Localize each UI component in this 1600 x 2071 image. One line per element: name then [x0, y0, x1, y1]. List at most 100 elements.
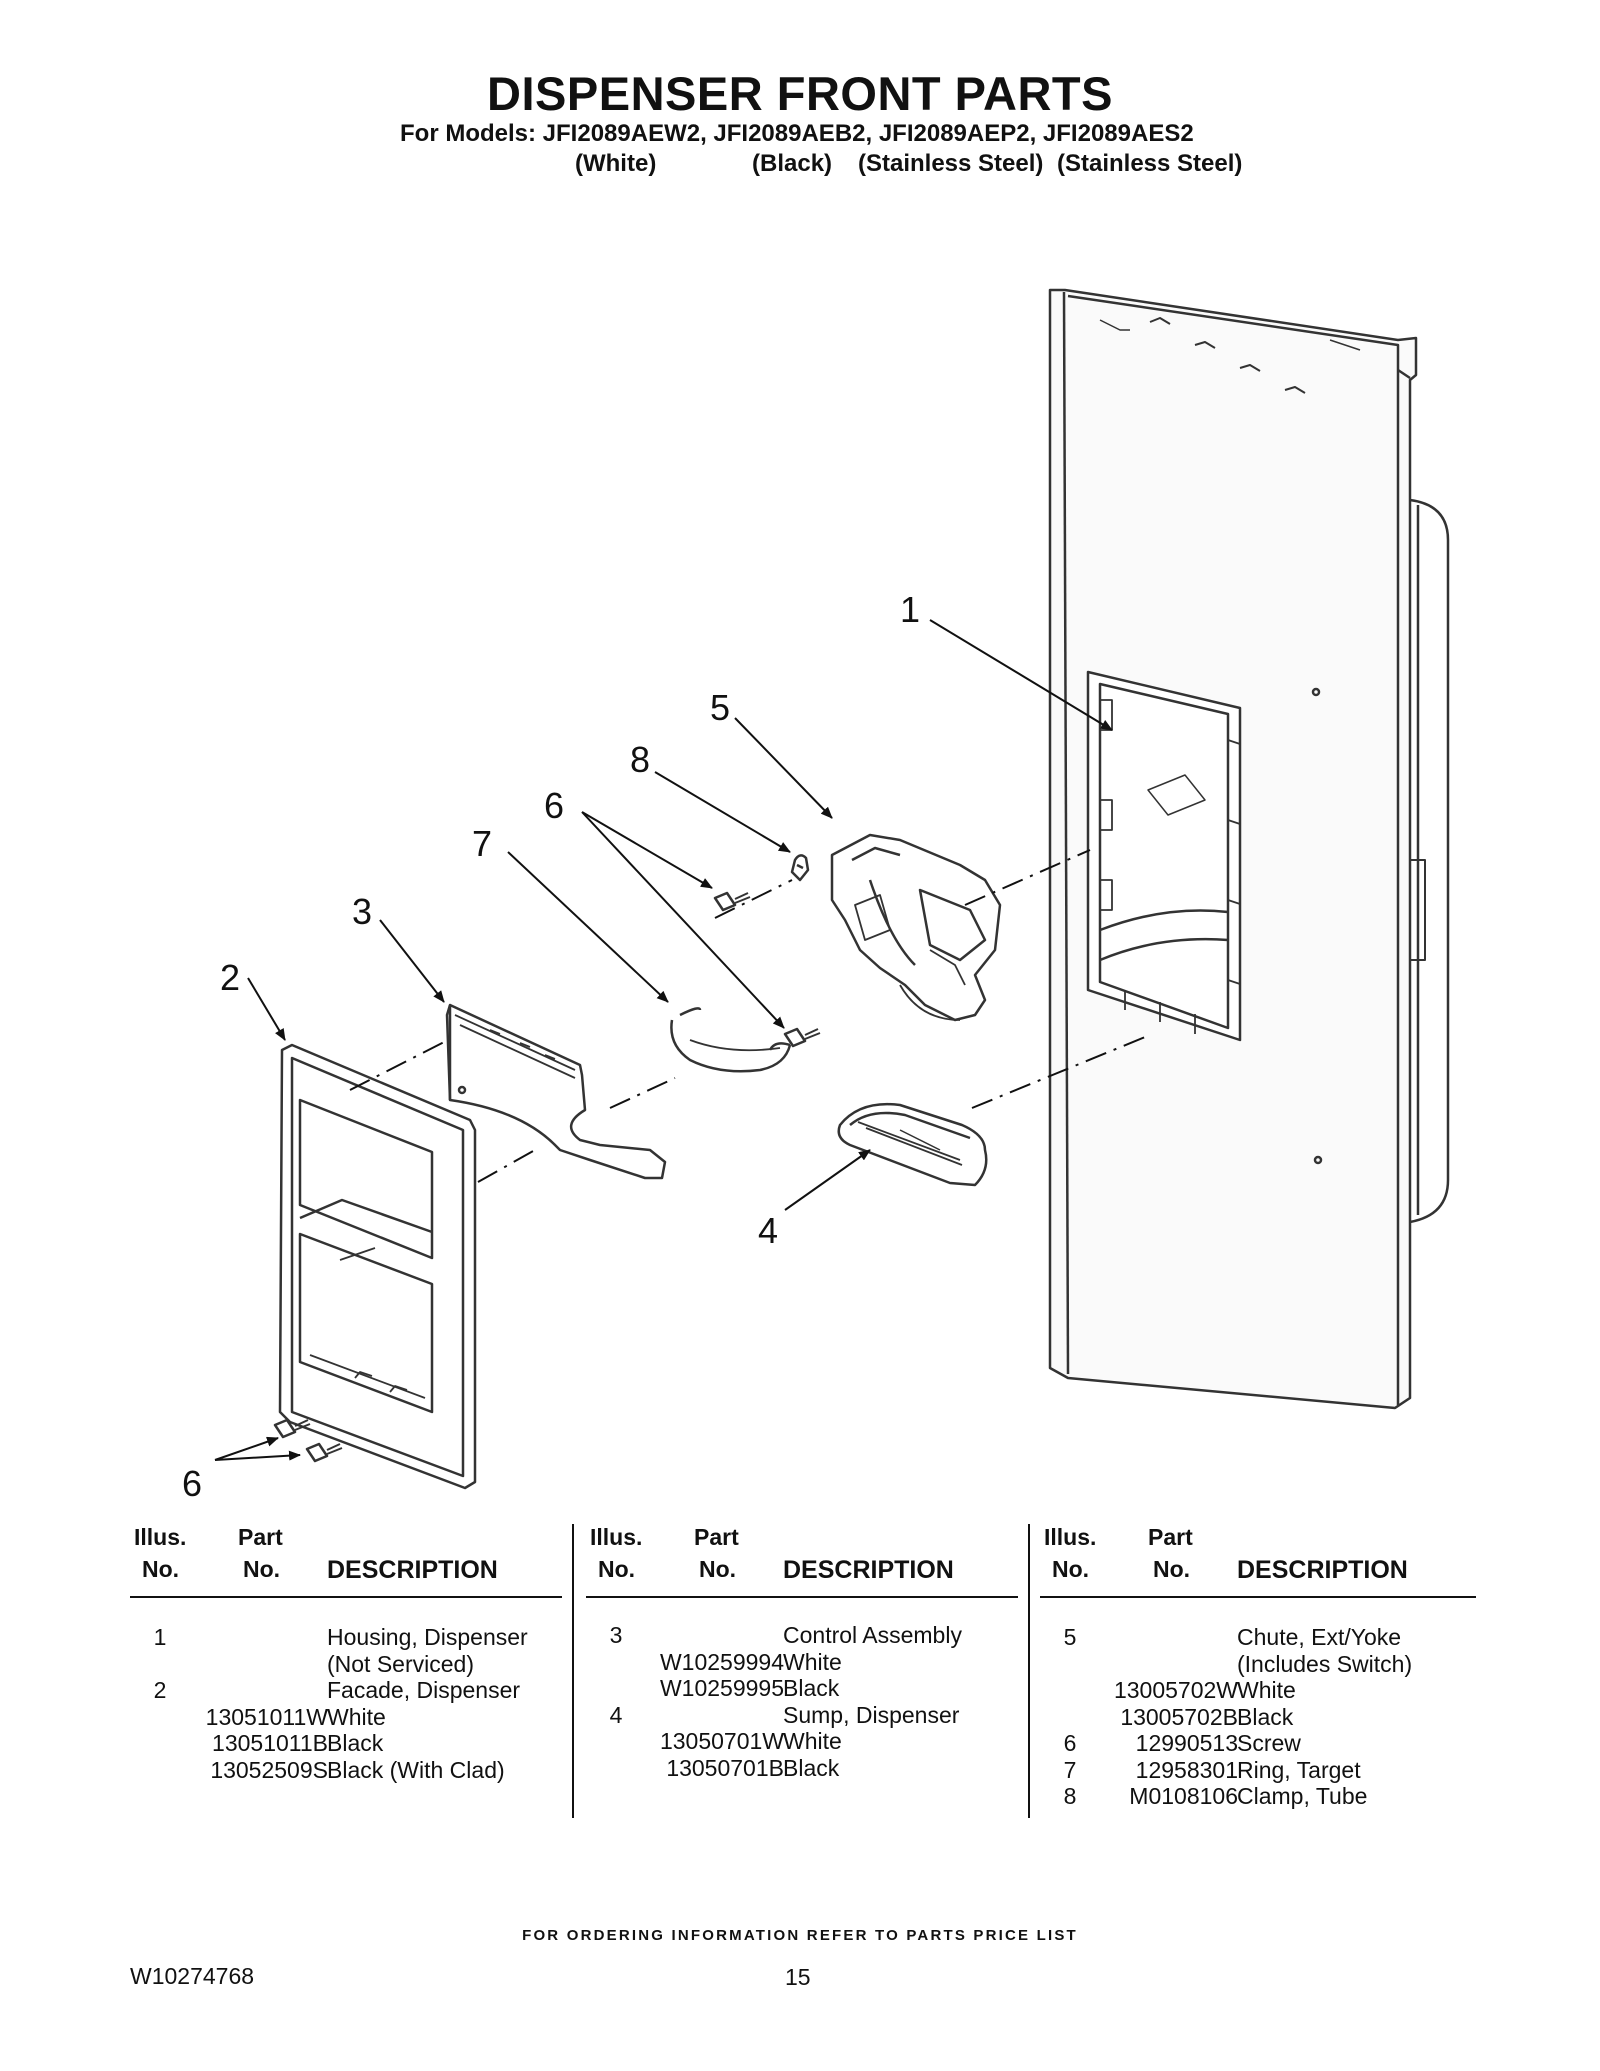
illus-no: 7	[1063, 1756, 1077, 1783]
model-list: For Models: JFI2089AEW2, JFI2089AEB2, JF…	[400, 120, 1194, 147]
illus-no: 8	[1063, 1783, 1077, 1809]
callout-5: 5	[710, 687, 730, 728]
callout-3: 3	[352, 891, 372, 932]
description: Ring, Target	[1237, 1756, 1361, 1783]
part-no: 13005702B	[1120, 1703, 1238, 1730]
target-ring-drawing	[670, 1007, 792, 1073]
part-no: 12958301	[1135, 1756, 1238, 1783]
illus-no: 3	[609, 1622, 623, 1648]
illus-no: 5	[1063, 1624, 1077, 1650]
page-title: DISPENSER FRONT PARTS	[487, 67, 1113, 120]
description: White	[1237, 1677, 1296, 1703]
part-no: 13005702W	[1113, 1677, 1238, 1703]
description: Black (With Clad)	[327, 1756, 505, 1783]
header-illus: Illus.	[1044, 1524, 1097, 1550]
header-part: Part	[694, 1524, 739, 1550]
description: White	[783, 1728, 842, 1754]
callout-4: 4	[758, 1210, 778, 1251]
clamp-tube-drawing	[790, 854, 810, 882]
model-color-stainless-2: (Stainless Steel)	[1057, 150, 1243, 177]
sump-drawing	[837, 1103, 988, 1187]
model-color-black: (Black)	[752, 150, 833, 177]
header-part: Part	[1148, 1524, 1193, 1550]
part-no: 13050701W	[659, 1728, 784, 1754]
description: (Includes Switch)	[1237, 1650, 1413, 1677]
header-rule	[586, 1596, 1018, 1598]
description: Black	[783, 1675, 840, 1701]
screw-drawing-upper	[713, 891, 821, 1048]
control-assembly-drawing	[445, 1003, 667, 1180]
screw-drawing-lower	[273, 1418, 343, 1463]
header-part-no: No.	[699, 1556, 737, 1582]
description: Screw	[1237, 1730, 1301, 1756]
header-illus: Illus.	[134, 1524, 187, 1550]
illus-no: 1	[153, 1624, 167, 1650]
callout-6-lower: 6	[182, 1463, 202, 1504]
header-illus-no: No.	[142, 1556, 180, 1582]
column-divider	[1028, 1524, 1030, 1818]
callout-7: 7	[472, 823, 492, 864]
table-row: 2 Facade, Dispenser	[130, 1677, 560, 1704]
part-no: M0108106	[1129, 1783, 1238, 1809]
chute-yoke-drawing	[830, 833, 1002, 1022]
callout-2: 2	[220, 957, 240, 998]
header-part: Part	[238, 1524, 283, 1550]
part-no: W10259994	[659, 1648, 784, 1675]
callout-6-upper: 6	[544, 785, 564, 826]
part-no: 13051011B	[212, 1730, 328, 1756]
header-description: DESCRIPTION	[327, 1556, 498, 1584]
header-part-no: No.	[243, 1556, 281, 1582]
illus-no: 4	[609, 1701, 623, 1728]
illus-no: 2	[153, 1677, 167, 1703]
header-description: DESCRIPTION	[1237, 1556, 1408, 1584]
description: Facade, Dispenser	[327, 1677, 521, 1703]
description: (Not Serviced)	[327, 1650, 474, 1677]
header-part-no: No.	[1153, 1556, 1191, 1582]
header-illus-no: No.	[1052, 1556, 1090, 1582]
exploded-parts-diagram: 1 2 3 4 5 6 7 8 6	[182, 288, 1450, 1504]
header-description: DESCRIPTION	[783, 1556, 954, 1584]
table-row: 4 Sump, Dispenser	[586, 1702, 1016, 1729]
document-number: W10274768	[130, 1963, 255, 1989]
model-color-white: (White)	[575, 150, 657, 177]
callout-8: 8	[630, 739, 650, 780]
description: Sump, Dispenser	[783, 1701, 960, 1728]
part-no: 13051011W	[205, 1703, 328, 1730]
header-illus: Illus.	[590, 1524, 643, 1550]
description: Black	[327, 1730, 384, 1756]
callout-1: 1	[900, 589, 920, 630]
part-no: 13050701B	[666, 1754, 784, 1781]
header-illus-no: No.	[598, 1556, 636, 1582]
part-no: 13052509S	[210, 1756, 328, 1783]
model-color-stainless-1: (Stainless Steel)	[858, 150, 1044, 177]
part-no: W10259995	[659, 1675, 784, 1701]
illus-no: 6	[1063, 1730, 1077, 1756]
column-divider	[572, 1524, 574, 1818]
facade-drawing	[278, 1043, 477, 1490]
description: Black	[1237, 1703, 1294, 1730]
header-rule	[1040, 1596, 1476, 1598]
description: White	[327, 1703, 386, 1730]
description: Black	[783, 1754, 840, 1781]
door-housing-drawing	[1048, 288, 1450, 1410]
